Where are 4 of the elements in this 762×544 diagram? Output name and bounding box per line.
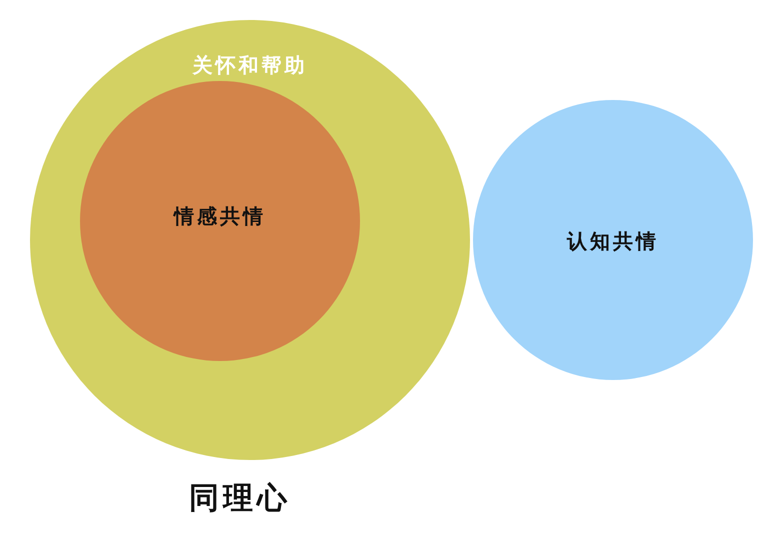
caption: 同理心	[188, 480, 292, 518]
circle-label: 认知共情	[567, 228, 659, 255]
circle-label: 情感共情	[174, 203, 266, 230]
circle-label: 关怀和帮助	[192, 52, 308, 79]
